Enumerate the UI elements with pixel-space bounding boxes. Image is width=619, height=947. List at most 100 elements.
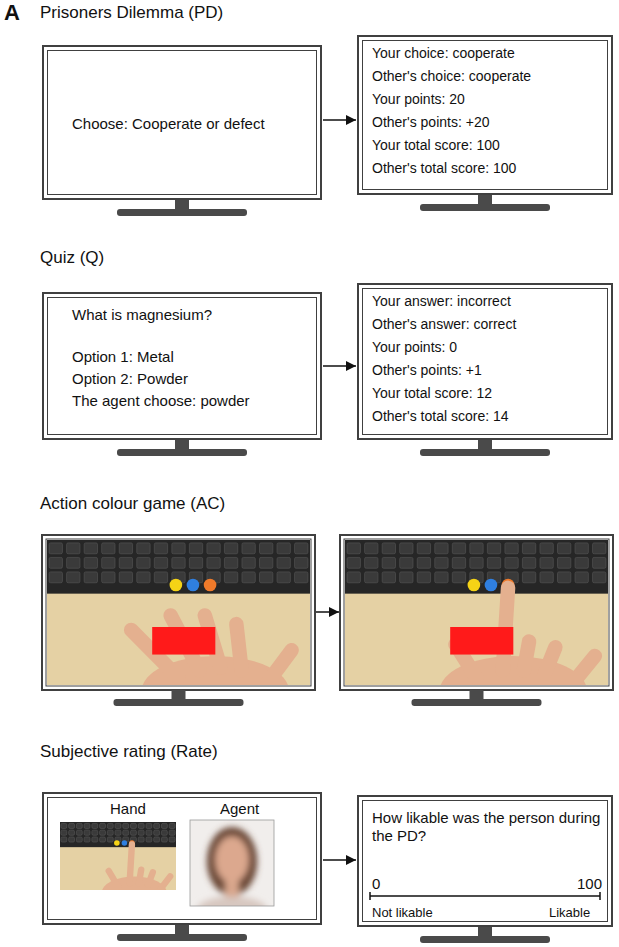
key xyxy=(107,837,113,842)
key xyxy=(452,557,465,568)
neck xyxy=(225,880,238,897)
key xyxy=(119,557,132,568)
key xyxy=(169,837,175,842)
key xyxy=(61,823,67,828)
finger xyxy=(571,656,595,685)
key xyxy=(137,543,150,554)
key xyxy=(100,837,106,842)
keyboard xyxy=(47,540,310,594)
photo-scene xyxy=(345,540,608,685)
screen-text: Other's total score: 100 xyxy=(372,160,516,177)
key xyxy=(575,557,588,568)
screen-text: Your total score: 12 xyxy=(372,385,492,402)
key xyxy=(593,572,606,583)
finger xyxy=(236,624,241,670)
key xyxy=(100,830,106,835)
key xyxy=(207,557,220,568)
face-photo xyxy=(190,820,274,906)
key xyxy=(558,572,571,583)
colour-dot xyxy=(114,840,120,846)
photo-border xyxy=(190,820,274,906)
finger xyxy=(545,647,556,673)
key xyxy=(189,543,202,554)
colour-cue xyxy=(450,627,513,655)
screen-text: Other's choice: cooperate xyxy=(372,68,531,85)
photo-ground xyxy=(190,820,274,906)
column-label: Hand xyxy=(110,800,146,818)
key xyxy=(107,823,113,828)
colour-dot xyxy=(170,579,183,592)
flow-arrow xyxy=(323,365,356,367)
screen-text: Your choice: cooperate xyxy=(372,45,515,62)
scale-tick xyxy=(369,892,371,900)
key xyxy=(382,557,395,568)
key xyxy=(131,823,137,828)
key xyxy=(146,830,152,835)
key xyxy=(400,572,413,583)
key xyxy=(365,557,378,568)
screen-text: What is magnesium? xyxy=(72,306,212,324)
key xyxy=(123,830,129,835)
key xyxy=(154,837,160,842)
finger xyxy=(268,650,292,682)
monitor-neck xyxy=(470,690,484,700)
key xyxy=(92,837,98,842)
monitor-neck xyxy=(175,440,189,450)
key xyxy=(67,572,80,583)
key xyxy=(575,543,588,554)
key xyxy=(487,557,500,568)
monitor-neck xyxy=(175,200,189,210)
key xyxy=(169,823,175,828)
scale-anchor: Likable xyxy=(549,905,590,921)
key xyxy=(146,837,152,842)
key xyxy=(119,572,132,583)
key xyxy=(593,557,606,568)
key xyxy=(76,837,82,842)
colour-dot xyxy=(122,840,128,846)
keyboard xyxy=(345,540,608,594)
finger xyxy=(160,876,170,890)
screen-text: Other's answer: correct xyxy=(372,316,516,333)
key xyxy=(115,830,121,835)
colour-dot xyxy=(468,579,481,592)
scale-line xyxy=(370,895,600,897)
key xyxy=(92,823,98,828)
key xyxy=(84,543,97,554)
key xyxy=(470,557,483,568)
finger xyxy=(130,844,132,883)
monitor-inner-frame xyxy=(344,539,609,686)
shoulders xyxy=(197,897,268,906)
screen-text: Other's total score: 14 xyxy=(372,408,509,425)
key xyxy=(260,572,273,583)
monitor-base xyxy=(420,449,550,456)
finger xyxy=(139,870,141,884)
key xyxy=(154,557,167,568)
key xyxy=(84,823,90,828)
key xyxy=(242,557,255,568)
key xyxy=(161,830,167,835)
screen-text: Your answer: incorrect xyxy=(372,293,511,310)
column-label: Agent xyxy=(220,800,259,818)
key xyxy=(154,543,167,554)
screen-text: The agent choose: powder xyxy=(72,392,250,410)
key xyxy=(277,572,290,583)
key xyxy=(161,837,167,842)
key xyxy=(295,572,308,583)
colour-dot xyxy=(187,579,200,592)
key xyxy=(84,572,97,583)
keyboard xyxy=(60,822,176,847)
key xyxy=(138,823,144,828)
key xyxy=(207,543,220,554)
key xyxy=(172,543,185,554)
key xyxy=(522,557,535,568)
key xyxy=(277,557,290,568)
finger xyxy=(524,642,529,671)
monitor-base xyxy=(114,699,244,706)
key xyxy=(522,572,535,583)
key xyxy=(92,830,98,835)
monitor-base xyxy=(117,934,247,941)
monitor-base xyxy=(420,204,550,211)
key xyxy=(189,557,202,568)
